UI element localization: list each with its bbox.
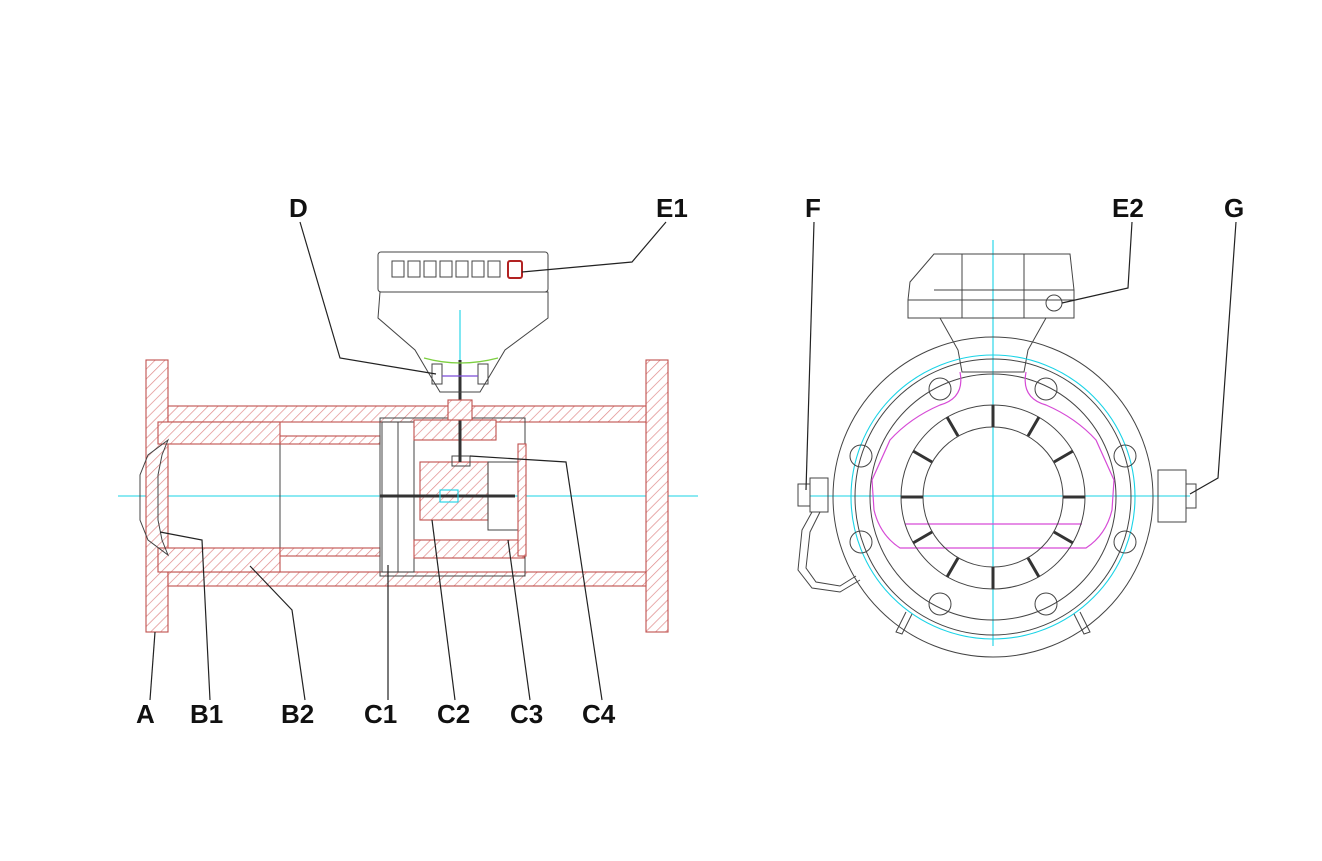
bearing-block-lower	[413, 539, 525, 559]
end-register-port	[1045, 294, 1063, 312]
body-bottom-wall	[167, 571, 647, 587]
rear-plate	[517, 443, 527, 557]
gear-train-right	[477, 363, 489, 385]
label-b1: B1	[190, 699, 223, 729]
label-e2: E2	[1112, 193, 1144, 223]
neck-seal	[447, 399, 473, 421]
label-f: F	[805, 193, 821, 223]
leader-b1	[159, 531, 211, 701]
leader-a	[149, 631, 156, 701]
leader-e2	[1061, 221, 1133, 304]
label-c4: C4	[582, 699, 616, 729]
fitting-g	[1157, 469, 1197, 523]
body-profile	[871, 371, 1115, 549]
leader-c3	[507, 539, 531, 701]
label-b2: B2	[281, 699, 314, 729]
side-section-view: A B1 B2 C1 C2 C3 C4 D E1	[118, 193, 698, 729]
gear-carrier	[419, 461, 489, 521]
leader-c2	[431, 519, 456, 701]
body-top-wall	[167, 405, 647, 423]
odometer-digits	[391, 260, 523, 279]
label-c3: C3	[510, 699, 543, 729]
bolt-circle	[850, 354, 1136, 640]
straightener-bottom	[157, 547, 281, 573]
fitting-f	[797, 477, 861, 593]
leader-d	[299, 221, 437, 375]
gear-train-left	[431, 363, 443, 385]
straightener-top-thin	[279, 435, 381, 445]
leader-c4	[469, 455, 603, 701]
label-c2: C2	[437, 699, 470, 729]
shaft-coupling	[439, 489, 459, 503]
label-d: D	[289, 193, 308, 223]
leader-g	[1189, 221, 1237, 495]
leader-f	[805, 221, 815, 491]
leader-e1	[521, 221, 667, 273]
label-a: A	[136, 699, 155, 729]
vanes	[901, 405, 1085, 589]
flange-inner	[854, 358, 1132, 636]
straightener-top	[157, 421, 281, 445]
flange-outer	[832, 336, 1154, 658]
nose-cone	[139, 438, 170, 557]
bolt-holes	[849, 377, 1137, 616]
outlet-flange	[645, 359, 669, 633]
register-gasket	[423, 357, 499, 364]
bearing-block-upper	[413, 419, 497, 441]
end-register-neck	[907, 299, 1075, 373]
register-neck	[377, 291, 549, 393]
register-housing	[377, 251, 549, 293]
end-view: F E2 G	[797, 193, 1244, 658]
inlet-flange	[145, 359, 169, 633]
label-c1: C1	[364, 699, 397, 729]
foot-right	[1073, 611, 1091, 635]
label-e1: E1	[656, 193, 688, 223]
straightener-bottom-thin	[279, 547, 381, 557]
end-register-housing	[907, 253, 1075, 319]
label-g: G	[1224, 193, 1244, 223]
register-head	[377, 251, 549, 393]
last-digit-highlight	[507, 260, 523, 279]
leader-b2	[249, 565, 306, 701]
foot-left	[895, 611, 913, 635]
body-outer	[869, 373, 1117, 621]
